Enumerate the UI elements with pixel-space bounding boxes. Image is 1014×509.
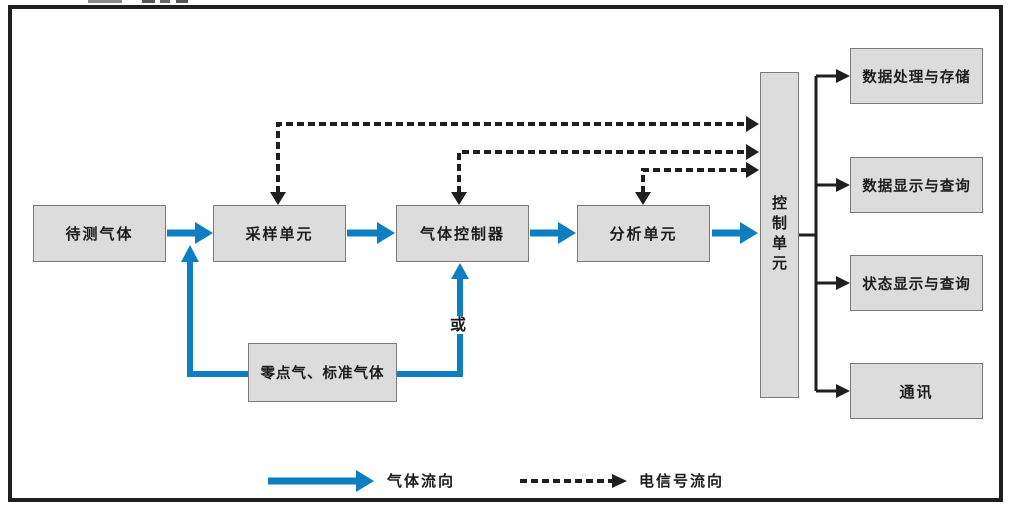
gas-flow-arrowhead bbox=[740, 222, 758, 244]
node-zero-standard-gas: 零点气、标准气体 bbox=[248, 343, 397, 402]
node-communication: 通讯 bbox=[850, 363, 983, 419]
legend-gas-arrowhead bbox=[356, 470, 374, 492]
signal-arrowhead-right bbox=[746, 162, 759, 178]
node-analysis-unit: 分析单元 bbox=[577, 205, 710, 262]
node-gas-controller: 气体控制器 bbox=[396, 205, 529, 262]
node-status-display-query: 状态显示与查询 bbox=[850, 255, 983, 311]
calibration-gas-line-left bbox=[187, 260, 248, 377]
node-data-processing-storage: 数据处理与存储 bbox=[850, 48, 983, 104]
node-data-display-query: 数据显示与查询 bbox=[850, 157, 983, 213]
gas-flow-arrowhead bbox=[377, 222, 395, 244]
bus-arrowhead bbox=[836, 69, 850, 83]
legend-signal-arrowhead bbox=[612, 474, 627, 488]
bus-arrowhead bbox=[836, 384, 850, 398]
signal-flow-lines bbox=[270, 116, 759, 205]
calibration-gas-line-right bbox=[397, 277, 463, 377]
or-label: 或 bbox=[448, 315, 469, 334]
node-sampling-unit: 采样单元 bbox=[213, 205, 346, 262]
legend-gas-flow-label: 气体流向 bbox=[387, 472, 456, 490]
cropped-text-artifact bbox=[88, 0, 122, 3]
signal-line-controller bbox=[457, 150, 747, 193]
cropped-text-artifact bbox=[142, 0, 155, 3]
diagram-frame bbox=[8, 5, 1003, 502]
signal-arrowhead-right bbox=[746, 144, 759, 160]
gas-flow-arrowhead bbox=[195, 222, 213, 244]
gas-flow-arrowhead-up bbox=[451, 263, 469, 279]
gas-flow-arrowhead bbox=[558, 222, 576, 244]
cropped-text-artifact bbox=[176, 0, 188, 3]
node-gas-to-measure: 待测气体 bbox=[33, 205, 166, 262]
signal-arrowhead-right bbox=[746, 116, 759, 132]
signal-line-sampling bbox=[276, 122, 747, 193]
bus-arrowhead bbox=[836, 178, 850, 192]
control-output-bus bbox=[799, 69, 850, 398]
cropped-text-artifact bbox=[160, 0, 170, 3]
signal-line-analysis bbox=[641, 168, 747, 193]
signal-arrowhead-down bbox=[270, 192, 286, 205]
gas-flow-arrowhead-up bbox=[181, 245, 199, 262]
signal-arrowhead-down bbox=[451, 192, 467, 205]
legend-arrows bbox=[268, 470, 627, 492]
bus-arrowhead bbox=[836, 276, 850, 290]
gas-flow-arrows bbox=[167, 222, 758, 377]
legend-signal-flow-label: 电信号流向 bbox=[639, 472, 725, 490]
signal-arrowhead-down bbox=[635, 192, 651, 205]
node-control-unit: 控制单元 bbox=[760, 72, 799, 398]
